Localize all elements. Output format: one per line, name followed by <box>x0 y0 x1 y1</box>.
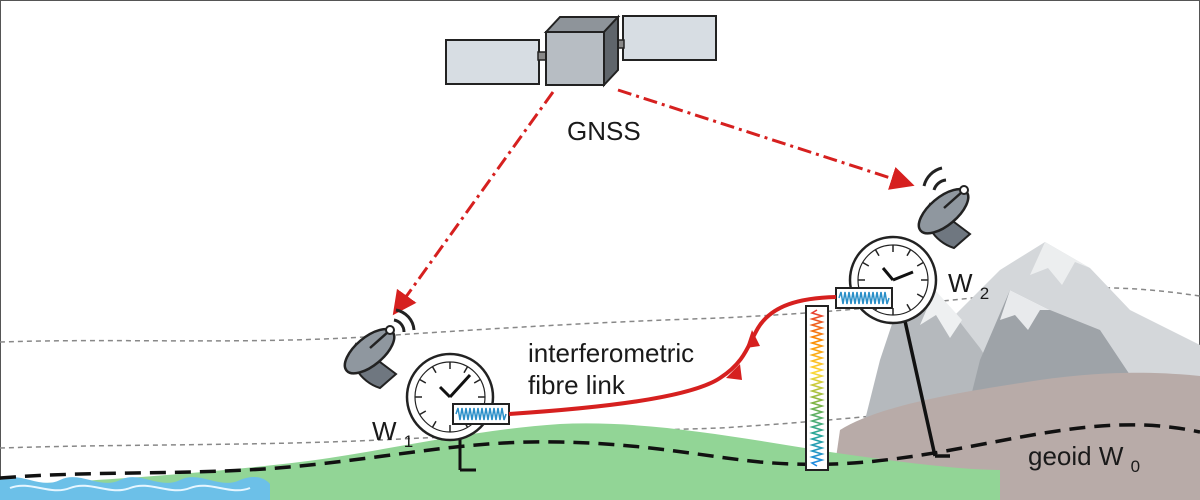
clock2-label-subscript: 2 <box>980 284 989 303</box>
clock2-stand <box>901 311 937 457</box>
geoid-label-subscript: 0 <box>1131 457 1140 476</box>
gnss-signal-right <box>617 88 915 190</box>
dish-antenna-icon <box>343 308 416 390</box>
fibre-link-arrow-up <box>746 330 760 348</box>
gnss-label: GNSS <box>567 116 641 146</box>
satellite-icon <box>445 14 717 88</box>
dish-antenna-icon <box>917 166 972 250</box>
clock2-label: W 2 <box>948 268 989 303</box>
geoid-line <box>0 423 1200 480</box>
clock-icon <box>848 235 938 325</box>
clock1-label-subscript: 1 <box>404 432 413 451</box>
water-highlight <box>9 484 251 492</box>
waveform-icon <box>452 403 510 425</box>
gnss-signal-left <box>392 91 555 316</box>
fibre-link-label-line2: fibre link <box>528 370 626 400</box>
clock-icon <box>405 352 495 442</box>
spectrum-bar <box>805 305 829 471</box>
water-icon <box>0 477 270 500</box>
fibre-link-label-line1: interferometric <box>528 338 694 368</box>
clock1-label: W 1 <box>372 416 413 451</box>
clock2-label-text: W <box>948 268 973 298</box>
waveform-icon <box>835 287 893 309</box>
clock1-label-text: W <box>372 416 397 446</box>
fibre-link <box>508 295 837 416</box>
geoid-label-text: geoid W <box>1028 441 1124 471</box>
fibre-link-arrow-down <box>726 364 742 380</box>
geoid-label: geoid W 0 <box>1028 441 1140 476</box>
